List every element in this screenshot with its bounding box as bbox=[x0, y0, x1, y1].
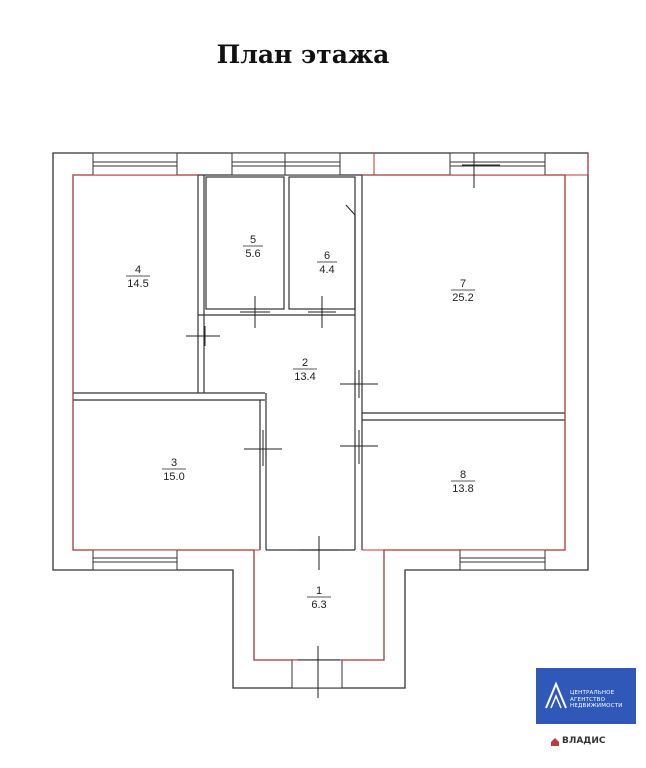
room-number: 5 bbox=[250, 234, 256, 246]
room-area: 15.0 bbox=[163, 471, 184, 483]
room-area: 25.2 bbox=[452, 292, 473, 304]
room-area: 13.4 bbox=[294, 371, 315, 383]
room-number: 1 bbox=[316, 585, 322, 597]
room-labels: 4 14.5 5 5.6 6 4.4 7 25.2 2 13.4 3 15.0 bbox=[126, 234, 475, 611]
room-number: 6 bbox=[324, 250, 330, 262]
room-2-label: 2 13.4 bbox=[293, 357, 317, 383]
window bbox=[92, 549, 178, 571]
room-number: 2 bbox=[302, 357, 308, 369]
plan-title: План этажа bbox=[216, 40, 390, 69]
partitions bbox=[73, 175, 565, 551]
room-area: 14.5 bbox=[127, 278, 148, 290]
brand-name: ВЛАДИС bbox=[562, 736, 606, 746]
agency-logo-text: ЦЕНТРАЛЬНОЕ АГЕНТСТВО НЕДВИЖИМОСТИ bbox=[570, 690, 623, 709]
room-area: 6.3 bbox=[311, 599, 326, 611]
agency-logo: ЦЕНТРАЛЬНОЕ АГЕНТСТВО НЕДВИЖИМОСТИ bbox=[536, 668, 636, 724]
room-6-label: 6 4.4 bbox=[317, 250, 337, 276]
room-5-label: 5 5.6 bbox=[243, 234, 263, 260]
room-7-label: 7 25.2 bbox=[451, 278, 475, 304]
room-area: 13.8 bbox=[452, 483, 473, 495]
door-marks bbox=[186, 153, 500, 698]
window bbox=[459, 549, 546, 571]
room-outlines bbox=[72, 153, 589, 661]
room-1-label: 1 6.3 bbox=[307, 585, 331, 611]
window bbox=[291, 659, 343, 689]
room-number: 8 bbox=[460, 469, 466, 481]
building-icon bbox=[545, 681, 567, 709]
room-8-label: 8 13.8 bbox=[451, 469, 475, 495]
house-icon bbox=[551, 738, 559, 746]
room-3-label: 3 15.0 bbox=[162, 457, 186, 483]
room-area: 4.4 bbox=[319, 264, 334, 276]
room-4-label: 4 14.5 bbox=[126, 264, 150, 290]
room-number: 3 bbox=[171, 457, 177, 469]
room-number: 4 bbox=[135, 264, 141, 276]
room-area: 5.6 bbox=[245, 248, 260, 260]
window bbox=[92, 152, 178, 176]
room-number: 7 bbox=[460, 278, 466, 290]
window bbox=[231, 152, 341, 176]
window bbox=[449, 152, 546, 176]
